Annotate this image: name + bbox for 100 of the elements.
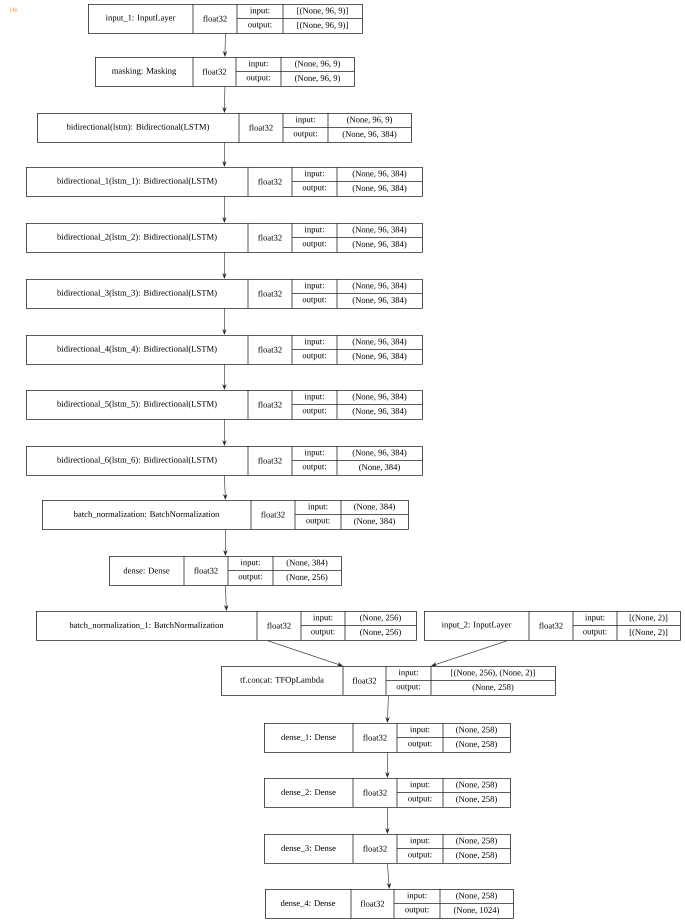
shape-label: (None, 96, 384) xyxy=(352,408,406,416)
port-label: output: xyxy=(408,852,432,860)
shape-label: [(None, 96, 9)] xyxy=(297,7,348,16)
layer-name: bidirectional_1(lstm_1): Bidirectional(LSTM) xyxy=(57,178,217,186)
shape-label: (None, 96, 9) xyxy=(294,60,340,68)
shape-label: [(None, 256), (None, 2)] xyxy=(451,669,535,678)
port-label: output: xyxy=(311,629,334,636)
layer-box xyxy=(26,166,423,197)
layer-box xyxy=(26,390,423,420)
port-label: output: xyxy=(408,741,432,748)
layer-box xyxy=(26,278,423,309)
dtype-label: float32 xyxy=(258,401,282,408)
shape-label: (None, 96, 384) xyxy=(352,226,406,234)
shape-label: [(None, 2)] xyxy=(630,614,668,622)
shape-label: (None, 384) xyxy=(359,464,400,472)
layer-name: bidirectional_3(lstm_3): Bidirectional(LSTM) xyxy=(57,290,217,298)
layer-box xyxy=(424,610,681,641)
layer-name: input_2: InputLayer xyxy=(442,622,512,630)
layer-name: batch_normalization_1: BatchNormalization xyxy=(69,622,224,630)
dtype-label: float32 xyxy=(258,457,282,464)
layer-box xyxy=(264,778,511,808)
port-label: input: xyxy=(304,338,324,346)
port-label: output: xyxy=(408,796,432,804)
layer-name: tf.concat: TFOpLambda xyxy=(240,676,324,684)
port-label: input: xyxy=(308,504,328,512)
shape-label: (None, 96, 9) xyxy=(294,74,340,83)
port-label: output: xyxy=(302,353,326,360)
layer-box xyxy=(36,610,417,641)
dtype-label: float32 xyxy=(261,511,285,518)
shape-label: (None, 258) xyxy=(456,852,497,860)
layer-box xyxy=(26,222,423,253)
shape-label: (None, 96, 9) xyxy=(346,116,392,124)
dtype-label: float32 xyxy=(258,290,282,297)
layer-box xyxy=(95,56,355,87)
shape-label: (None, 256) xyxy=(360,628,401,637)
layer-name: dense_4: Dense xyxy=(280,900,336,908)
port-label: input: xyxy=(410,838,430,846)
shape-label: (None, 96, 384) xyxy=(352,393,406,402)
shape-label: (None, 96, 384) xyxy=(352,184,406,193)
shape-label: (None, 384) xyxy=(354,518,395,526)
shape-label: (None, 258) xyxy=(456,781,497,790)
dtype-label: float32 xyxy=(249,124,273,131)
port-label: input: xyxy=(585,614,604,622)
layer-box xyxy=(109,556,342,586)
layer-box xyxy=(88,4,363,34)
port-label: input: xyxy=(304,170,324,178)
dtype-label: float32 xyxy=(363,734,387,741)
port-label: output: xyxy=(302,464,326,472)
layer-name: input_1: InputLayer xyxy=(106,14,176,22)
layer-name: dense_3: Dense xyxy=(281,844,336,852)
port-label: output: xyxy=(405,907,428,914)
shape-label: (None, 1024) xyxy=(454,906,500,915)
layer-name: batch_normalization: BatchNormalization xyxy=(74,510,220,518)
layer-box xyxy=(264,722,511,753)
dtype-label: float32 xyxy=(363,845,387,852)
dtype-label: float32 xyxy=(360,900,384,907)
shape-label: (None, 384) xyxy=(354,503,395,512)
dtype-label: float32 xyxy=(203,15,227,22)
port-label: input: xyxy=(313,614,332,622)
layer-box xyxy=(37,112,412,143)
shape-label: (None, 96, 384) xyxy=(352,282,406,290)
port-label: input: xyxy=(240,560,260,568)
dtype-label: float32 xyxy=(258,346,282,353)
layer-box xyxy=(265,888,514,919)
port-label: output: xyxy=(238,574,262,582)
shape-label: [(None, 96, 9)] xyxy=(297,22,348,30)
shape-label: (None, 258) xyxy=(456,796,497,804)
layer-box xyxy=(221,666,556,696)
port-label: input: xyxy=(410,726,430,734)
port-label: output: xyxy=(302,297,326,304)
port-label: input: xyxy=(250,8,270,16)
layer-name: bidirectional_5(lstm_5): Bidirectional(LSTM) xyxy=(57,400,217,408)
shape-label: (None, 96, 384) xyxy=(352,296,406,305)
layer-name: bidirectional_2(lstm_2): Bidirectional(LSTM) xyxy=(57,234,217,242)
shape-label: (None, 96, 384) xyxy=(352,352,406,361)
dtype-label: float32 xyxy=(539,622,563,629)
shape-label: (None, 96, 384) xyxy=(352,338,406,346)
dtype-label: float32 xyxy=(258,178,282,185)
layer-name: masking: Masking xyxy=(112,68,176,76)
layer-name: dense: Dense xyxy=(124,567,170,574)
dtype-label: float32 xyxy=(194,567,218,574)
port-label: output: xyxy=(583,629,606,636)
port-label: output: xyxy=(294,131,317,138)
layer-box xyxy=(264,834,511,864)
layer-box xyxy=(42,500,409,530)
shape-label: (None, 258) xyxy=(456,837,497,846)
shape-label: (None, 258) xyxy=(456,740,497,749)
port-label: input: xyxy=(304,282,324,290)
shape-label: (None, 96, 384) xyxy=(352,240,406,249)
port-label: input: xyxy=(407,892,426,900)
shape-label: (None, 96, 384) xyxy=(352,170,406,178)
port-label: output: xyxy=(306,518,330,526)
port-label: input: xyxy=(304,226,324,234)
port-label: input: xyxy=(398,670,418,678)
layer-name: dense_2: Dense xyxy=(281,788,336,796)
port-label: output: xyxy=(396,684,420,692)
shape-label: (None, 96, 384) xyxy=(342,130,396,139)
dtype-label: float32 xyxy=(363,789,387,796)
port-label: output: xyxy=(302,185,326,192)
shape-label: (None, 258) xyxy=(456,726,497,734)
